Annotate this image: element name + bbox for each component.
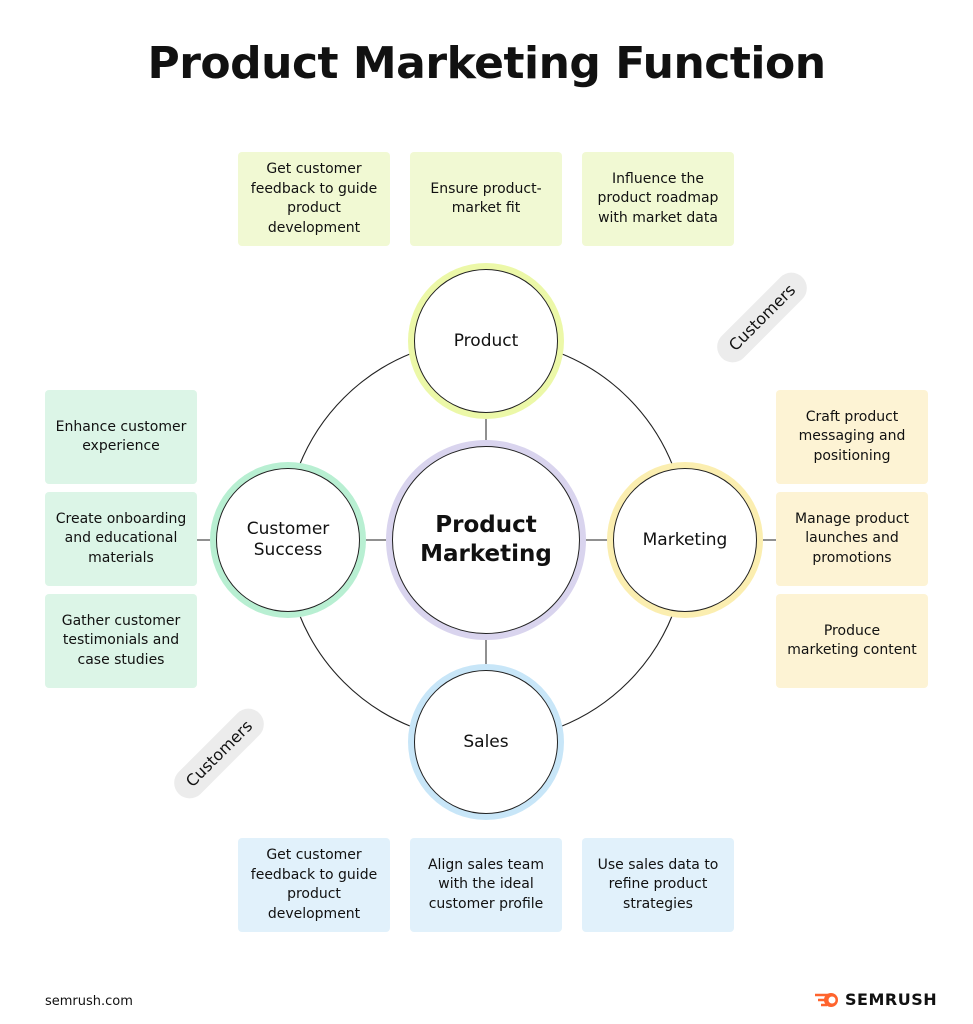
cs-box: Enhance customer experience	[45, 390, 197, 484]
cs-box: Create onboarding and educational materi…	[45, 492, 197, 586]
marketing-box: Manage product launches and promotions	[776, 492, 928, 586]
label-line: Success	[253, 540, 323, 560]
semrush-logo: SEMRUSH	[814, 990, 937, 1009]
node-label: Sales	[463, 731, 509, 752]
node-product: Product	[414, 269, 558, 413]
semrush-flame-icon	[815, 992, 838, 1007]
node-marketing: Marketing	[613, 468, 757, 612]
node-label: Product	[453, 330, 519, 351]
label-line: Customer	[246, 519, 330, 539]
node-sales: Sales	[414, 670, 558, 814]
product-box: Get customer feedback to guide product d…	[238, 152, 390, 246]
marketing-box: Produce marketing content	[776, 594, 928, 688]
sales-box: Align sales team with the ideal customer…	[410, 838, 562, 932]
label-line: Product	[435, 512, 537, 538]
product-box: Influence the product roadmap with marke…	[582, 152, 734, 246]
node-label: Marketing	[642, 529, 728, 550]
footer-site: semrush.com	[45, 994, 133, 1009]
label-line: Marketing	[420, 541, 552, 567]
product-box: Ensure product-market fit	[410, 152, 562, 246]
marketing-box: Craft product messaging and positioning	[776, 390, 928, 484]
brand-name: SEMRUSH	[845, 990, 938, 1009]
cs-box: Gather customer testimonials and case st…	[45, 594, 197, 688]
sales-box: Use sales data to refine product strateg…	[582, 838, 734, 932]
sales-box: Get customer feedback to guide product d…	[238, 838, 390, 932]
page-title: Product Marketing Function	[147, 38, 826, 89]
